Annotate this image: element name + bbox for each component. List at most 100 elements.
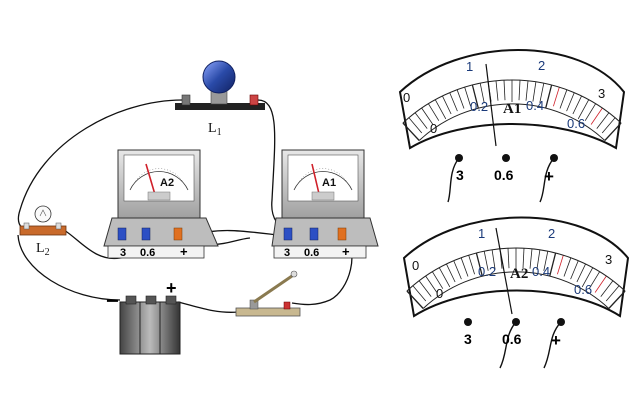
scale-tick	[471, 84, 479, 109]
dial-a1-term-06: 0.6	[494, 167, 514, 183]
scale-tick	[543, 251, 549, 271]
scale-tick	[412, 285, 427, 302]
scale-tick	[414, 112, 428, 129]
lamp-l2-base	[19, 225, 67, 236]
scale-arc	[422, 271, 610, 309]
dial-a1-term-3: 3	[456, 167, 464, 183]
dial-a1-bot-04: 0.4	[526, 98, 544, 113]
dial-a2-bot-04: 0.4	[532, 264, 550, 279]
scale-tick	[438, 267, 451, 288]
scale-tick	[596, 112, 610, 129]
scale-tick	[563, 257, 572, 277]
dial-a2-top-2: 2	[548, 226, 555, 241]
small-a2-term-plus: +	[180, 244, 188, 259]
lamp-l1-sub: 1	[217, 127, 222, 138]
scale-tick	[495, 80, 499, 101]
dial-a2-term-3: 3	[464, 331, 472, 347]
scale-tick	[605, 285, 620, 302]
svg-text:L2: L2	[36, 241, 50, 258]
dial-a1-term-plus: +	[544, 167, 554, 186]
bulb-l1-icon	[202, 60, 236, 94]
lamp-l1: L1	[175, 60, 265, 138]
scale-tick	[479, 83, 485, 103]
lamp-l2-sub: 2	[45, 247, 50, 258]
scale-tick	[522, 248, 525, 269]
scale-tick	[572, 95, 582, 115]
scale-tick	[553, 87, 560, 107]
scale-tick	[577, 99, 590, 120]
small-a2-name: A2	[160, 177, 174, 189]
scale-tick	[507, 248, 510, 269]
dial-a1-top-0: 0	[403, 90, 410, 105]
dial-a1-name: A1	[503, 101, 521, 117]
scale-tick	[464, 87, 471, 107]
knife-switch[interactable]	[235, 270, 301, 317]
lamp-l1-label: L	[208, 121, 217, 136]
dial-a2-top-0: 0	[412, 258, 419, 273]
scale-tick	[525, 80, 529, 101]
scale-tick	[604, 122, 622, 141]
dial-a1-needle	[485, 63, 497, 147]
wire-l1-to-l2	[17, 99, 183, 231]
wires	[17, 99, 353, 313]
bulb-l2-icon	[34, 205, 52, 223]
scale-tick	[549, 252, 557, 277]
dial-a2-bot-0: 0	[436, 286, 443, 301]
small-a1-name: A1	[322, 177, 336, 189]
dial-a2-bot-02: 0.2	[478, 264, 496, 279]
scale-tick	[545, 84, 553, 109]
scale-arc	[418, 103, 606, 141]
scale-tick	[446, 263, 456, 283]
scale-tick	[475, 252, 483, 277]
scale-tick	[427, 103, 440, 121]
switch-blade	[253, 274, 293, 304]
scale-arc-outer	[406, 247, 626, 292]
small-a2-term-3: 3	[120, 247, 126, 259]
dial-a1-bot-06: 0.6	[567, 116, 585, 131]
lamp-l1-base	[175, 103, 265, 110]
dial-a1-top-2: 2	[538, 58, 545, 73]
dial-a2-needle	[495, 227, 513, 315]
scale-tick	[536, 249, 541, 270]
dial-a1-ticks	[402, 79, 622, 141]
scale-tick	[532, 81, 537, 102]
scale-tick	[453, 260, 462, 280]
scale-tick	[503, 80, 506, 101]
scale-tick	[584, 103, 597, 121]
dial-a2-term-plus: +	[551, 331, 561, 350]
dial-a1-top-1: 1	[466, 59, 473, 74]
scale-tick	[590, 107, 603, 125]
small-a2-term-06: 0.6	[140, 247, 155, 259]
scale-tick	[594, 275, 607, 293]
small-ammeter-a1: A1 3 0.6 +	[271, 149, 379, 259]
dial-a2-name: A2	[510, 266, 528, 282]
small-ammeter-a2: A2 3 0.6 +	[103, 149, 219, 259]
scale-tick	[601, 117, 616, 134]
scale-tick	[529, 248, 533, 269]
scale-tick	[581, 267, 594, 288]
dial-a1-bot-0: 0	[430, 121, 437, 136]
dial-a2: 0 1 2 3 0 0.2 0.4 0.6 A2 3 0.6 +	[402, 216, 630, 369]
scale-tick	[460, 257, 469, 277]
scale-tick	[576, 263, 586, 283]
scale-tick	[491, 249, 496, 270]
scale-tick	[468, 255, 475, 275]
scale-tick	[608, 290, 626, 309]
scale-tick	[518, 80, 521, 101]
scale-tick	[600, 280, 614, 297]
dial-a1-top-3: 3	[598, 86, 605, 101]
scale-tick	[431, 271, 444, 289]
wire-switch-to-battery	[177, 301, 239, 313]
scale-tick	[402, 122, 420, 141]
dial-a2-bot-06: 0.6	[574, 282, 592, 297]
scale-tick	[434, 99, 447, 120]
battery-plus-label: +	[166, 278, 177, 298]
scale-tick	[559, 89, 568, 109]
scale-tick	[566, 92, 575, 112]
dial-a1-bot-02: 0.2	[470, 99, 488, 114]
scale-tick	[421, 107, 434, 125]
dial-a2-top-3: 3	[605, 252, 612, 267]
wire-battery-to-l2	[17, 234, 121, 301]
